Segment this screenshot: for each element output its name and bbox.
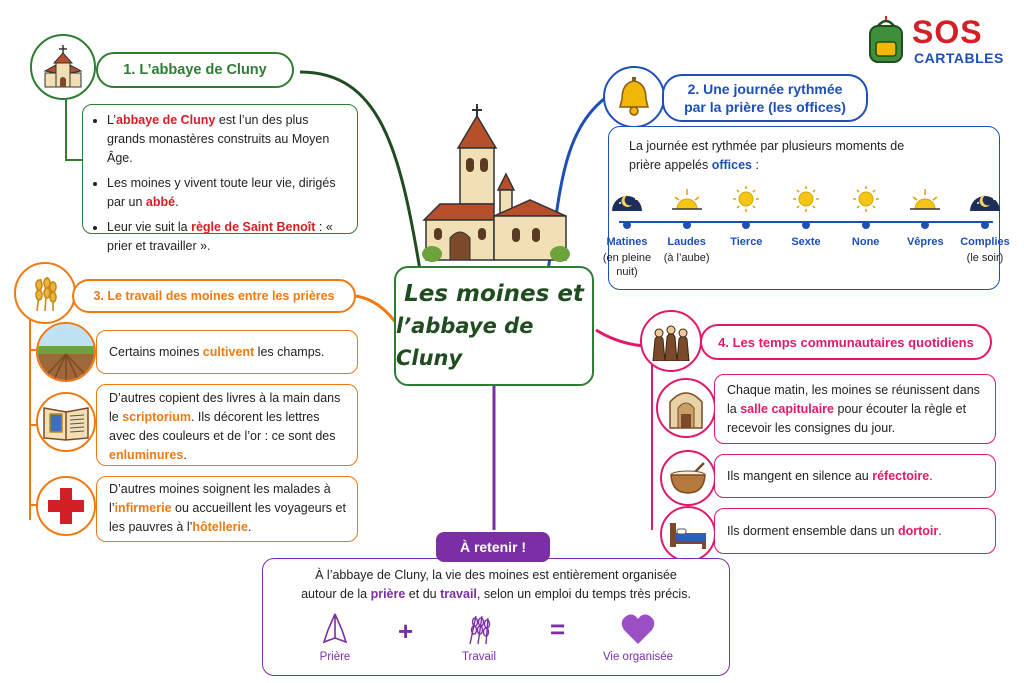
section1-icon-circle xyxy=(30,34,96,100)
bowl-icon xyxy=(670,462,706,494)
section1-title: 1. L’abbaye de Cluny xyxy=(96,52,294,88)
timeline-dot xyxy=(861,221,870,229)
office-note: (à l’aube) xyxy=(663,252,710,264)
office-4: None xyxy=(831,185,901,249)
office-name: Tierce xyxy=(730,236,763,248)
sunset-icon xyxy=(910,189,941,210)
office-name: Vêpres xyxy=(906,236,944,248)
retenir-line2: autour de la prière et du travail, selon… xyxy=(301,587,691,601)
abbey-illustration xyxy=(422,104,570,262)
section4-icon-circle xyxy=(640,310,702,372)
sunrise-icon xyxy=(671,189,702,210)
section4-item-3: Ils dorment ensemble dans un dortoir. xyxy=(714,508,996,554)
section3-title: 3. Le travail des moines entre les prièr… xyxy=(72,279,356,313)
section2-icon-circle xyxy=(603,66,665,128)
office-6: Complies (le soir) xyxy=(950,185,1020,265)
field-icon-tile xyxy=(36,322,96,382)
center-title-line1: Les moines et xyxy=(404,281,584,307)
office-name: Laudes xyxy=(667,236,706,248)
center-title-box: Les moines et l’abbaye de Cluny xyxy=(394,266,594,386)
section4-item-2: Ils mangent en silence au réfectoire. xyxy=(714,454,996,498)
red-cross-icon-tile xyxy=(36,476,96,536)
office-0: Matines (en pleine nuit) xyxy=(592,185,662,279)
office-name: None xyxy=(851,236,880,248)
bell-icon xyxy=(619,77,649,116)
section3-item-2: D’autres copient des livres à la main da… xyxy=(96,384,358,466)
office-2: Tierce xyxy=(711,185,781,249)
backpack-icon xyxy=(869,16,903,63)
section1-box: L’abbaye de Cluny est l’un des plus gran… xyxy=(82,104,358,253)
timeline-dot xyxy=(802,221,810,229)
retenir-text: À l’abbaye de Cluny, la vie des moines e… xyxy=(262,566,730,604)
section1-bullet-3: Leur vie suit la règle de Saint Benoît :… xyxy=(107,218,347,256)
retenir-title-text: À retenir ! xyxy=(459,539,527,555)
office-name: Matines xyxy=(606,236,648,248)
plus-sign: + xyxy=(398,616,414,646)
office-name: Sexte xyxy=(791,236,821,248)
retenir-title: À retenir ! xyxy=(436,532,550,562)
life-label: Vie organisée xyxy=(602,651,674,663)
section1-bullet-1: L’abbaye de Cluny est l’un des plus gran… xyxy=(107,111,347,168)
heart-icon xyxy=(621,614,655,644)
section4-title: 4. Les temps communautaires quotidiens xyxy=(700,324,992,360)
sun-low-icon xyxy=(733,186,760,212)
work-label: Travail xyxy=(461,651,497,663)
monks-icon xyxy=(652,325,690,361)
logo-cartables: CARTABLES xyxy=(914,50,1004,66)
wheat-icon xyxy=(35,276,57,312)
prayer-label: Prière xyxy=(319,651,351,663)
section2-title-line1: 2. Une journée rythmée xyxy=(687,81,843,97)
chapter-room-icon-tile xyxy=(656,378,716,438)
section3-icon-circle xyxy=(14,262,76,324)
office-3: Sexte xyxy=(771,185,841,249)
timeline-dot xyxy=(981,221,989,229)
center-title-line2: l’abbaye de Cluny xyxy=(396,314,534,370)
work-group: Travail xyxy=(444,612,514,663)
section2-box: La journée est rythmée par plusieurs mom… xyxy=(603,126,1010,290)
church-icon xyxy=(43,45,83,88)
sun-afternoon-icon xyxy=(852,186,879,212)
moon-evening-icon xyxy=(970,194,1000,211)
logo-sos: SOS xyxy=(912,14,983,50)
moon-night-icon xyxy=(612,194,642,211)
section4-title-text: 4. Les temps communautaires quotidiens xyxy=(718,334,974,350)
field-icon xyxy=(38,324,94,380)
timeline-dot xyxy=(742,221,751,229)
life-group: Vie organisée xyxy=(590,612,686,663)
illuminated-book-icon xyxy=(43,407,89,441)
book-icon-tile xyxy=(36,392,96,452)
section2-intro: La journée est rythmée par plusieurs mom… xyxy=(629,139,905,172)
office-note: (le soir) xyxy=(966,252,1004,264)
wheat-outline-icon xyxy=(469,615,491,645)
praying-hands-icon xyxy=(322,613,348,644)
office-1: Laudes (à l’aube) xyxy=(652,185,722,265)
section3-item-1: Certains moines cultivent les champs. xyxy=(96,330,358,374)
timeline-dot xyxy=(682,221,691,229)
retenir-line1: À l’abbaye de Cluny, la vie des moines e… xyxy=(315,568,677,582)
section4-item-1: Chaque matin, les moines se réunissent d… xyxy=(714,374,996,444)
office-5: Vêpres xyxy=(890,185,960,249)
section3-item-3: D’autres moines soignent les malades à l… xyxy=(96,476,358,542)
section1-title-text: 1. L’abbaye de Cluny xyxy=(123,62,267,78)
logo: SOS CARTABLES xyxy=(866,14,1016,74)
sun-high-icon xyxy=(793,186,819,212)
chapter-room-icon xyxy=(669,392,703,429)
prayer-group: Prière xyxy=(300,612,370,663)
bed-icon-tile xyxy=(660,506,716,562)
equals-sign: = xyxy=(550,614,566,644)
office-name: Complies xyxy=(960,236,1010,248)
section2-title-line2: par la prière (les offices) xyxy=(684,99,846,115)
timeline-dot xyxy=(921,221,930,229)
section1-bullet-2: Les moines y vivent toute leur vie, diri… xyxy=(107,174,347,212)
section2-title: 2. Une journée rythmée par la prière (le… xyxy=(662,74,868,122)
office-note: (en pleine nuit) xyxy=(602,252,652,278)
red-cross-icon xyxy=(48,488,84,524)
timeline-dot xyxy=(623,221,631,229)
bed-icon xyxy=(670,523,706,549)
bowl-icon-tile xyxy=(660,450,716,506)
section3-title-text: 3. Le travail des moines entre les prièr… xyxy=(93,289,335,303)
retenir-box xyxy=(262,558,730,676)
